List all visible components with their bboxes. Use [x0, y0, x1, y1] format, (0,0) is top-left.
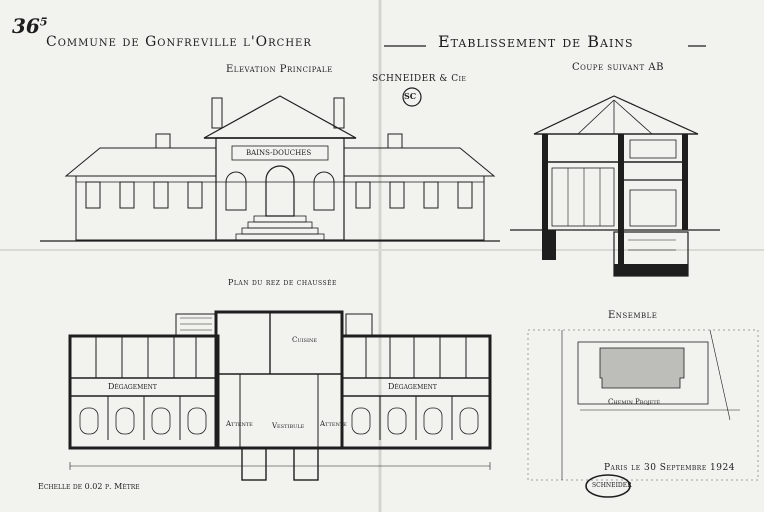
commune-heading: Commune de Gonfreville l'Orcher	[46, 34, 312, 50]
establishment-heading: Etablissement de Bains	[438, 32, 634, 51]
main-elevation-drawing	[40, 95, 500, 242]
date-line: Paris le 30 Septembre 1924	[604, 463, 735, 473]
stamp-text: SCHNEIDER	[592, 482, 632, 489]
elevation-title: Elevation Principale	[226, 64, 333, 75]
plan-label-corridor-left: Dégagement	[108, 382, 157, 391]
site-plan-title: Ensemble	[608, 310, 658, 321]
firm-name: SCHNEIDER & Cie	[372, 74, 467, 84]
ground-floor-plan-drawing	[68, 310, 492, 481]
stamp-seal	[585, 474, 631, 498]
section-title: Coupe suivant AB	[572, 62, 664, 73]
plan-label-vestibule: Vestibule	[272, 422, 305, 430]
plan-label-waiting-left: Attente	[226, 420, 253, 428]
site-road-label: Chemin Projeté	[608, 398, 661, 406]
scale-note: Echelle de 0.02 p. Mètre	[38, 482, 140, 491]
plan-label-corridor-right: Dégagement	[388, 382, 437, 391]
firm-monogram-icon	[402, 87, 422, 107]
firm-monogram: SC	[404, 91, 417, 101]
site-plan-drawing	[527, 329, 759, 481]
sheet-number: 365	[12, 14, 48, 38]
facade-sign: BAINS-DOUCHES	[246, 149, 312, 157]
plan-label-cuisine: Cuisine	[292, 336, 317, 344]
section-ab-drawing	[510, 95, 720, 277]
plan-label-waiting-right: Attente	[320, 420, 347, 428]
plan-title: Plan du rez de chaussée	[228, 278, 337, 287]
